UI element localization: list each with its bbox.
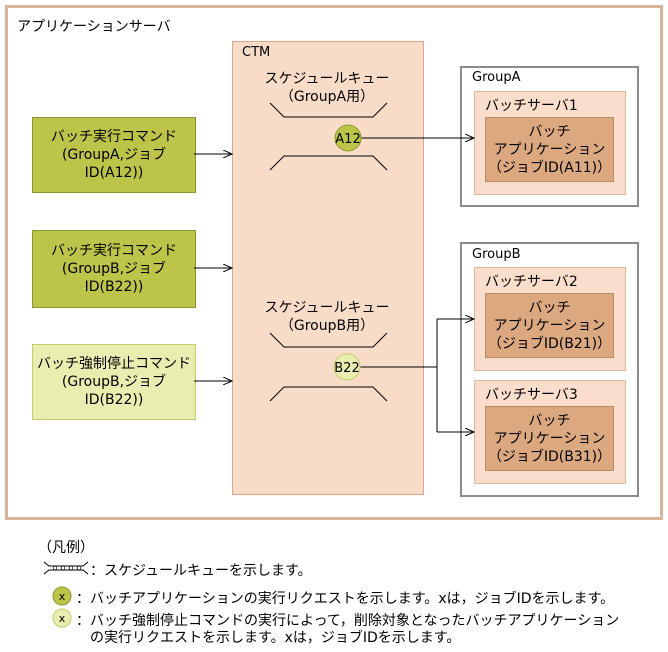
legend-queue-dot (68, 565, 74, 571)
legend-stop-text-2: の実行リクエストを示します。xは，ジョブIDを示します。 (90, 630, 461, 646)
queue-a-bottom (269, 155, 388, 171)
job-request-b22-label: B22 (334, 361, 359, 376)
queue-a-top (269, 102, 388, 118)
batch-app-b31: バッチアプリケーション（ジョブID(B31)） (485, 406, 614, 471)
legend-stop-marker-label: x (59, 612, 66, 625)
job-request-b22-marker (333, 353, 361, 381)
command-run-groupb-line2: (GroupB,ジョブID(B22)) (61, 261, 167, 295)
app-b21-line3: （ジョブID(B21)） (487, 335, 612, 352)
group-a-label: GroupA (472, 70, 521, 85)
app-a11-line2: アプリケーション (493, 141, 606, 158)
command-run-groupb-line1: バッチ実行コマンド (51, 243, 177, 259)
legend-exec-text: ：バッチアプリケーションの実行リクエストを示します。xは，ジョブIDを示します。 (76, 591, 615, 607)
job-request-a12-label: A12 (335, 132, 360, 147)
queue-b-subtitle: （GroupB用） (279, 318, 375, 334)
group-b-label: GroupB (472, 247, 521, 262)
command-run-groupb: バッチ実行コマンド (GroupB,ジョブID(B22)) (32, 230, 196, 308)
legend-queue-icon-top (43, 561, 89, 567)
legend-queue-icon-bottom (43, 569, 89, 575)
command-stop-line1: バッチ強制停止コマンド (37, 356, 191, 372)
legend-queue-dot (76, 565, 82, 571)
job-request-a12-marker (334, 124, 362, 152)
app-b21-line1: バッチ (528, 299, 571, 316)
legend-queue-text: ：スケジュールキューを示します。 (90, 563, 312, 579)
batch-server-1-label: バッチサーバ1 (485, 98, 578, 114)
app-b31-line2: アプリケーション (493, 430, 606, 447)
queue-b-bottom (269, 386, 388, 402)
legend-exec-marker (52, 586, 72, 606)
command-run-groupa-line1: バッチ実行コマンド (51, 129, 177, 145)
command-force-stop-groupb: バッチ強制停止コマンド (GroupB,ジョブID(B22)) (32, 344, 196, 420)
app-a11-line3: （ジョブID(A11)） (487, 159, 612, 176)
batch-app-a11: バッチアプリケーション（ジョブID(A11)） (485, 117, 614, 182)
legend-queue-dot (60, 565, 66, 571)
queue-b-title: スケジュールキュー (264, 300, 390, 316)
batch-server-2-label: バッチサーバ2 (485, 274, 578, 290)
legend-stop-marker (52, 608, 72, 628)
queue-a-subtitle: （GroupA用） (279, 89, 375, 105)
queue-b-top (269, 332, 388, 348)
command-run-groupa: バッチ実行コマンド (GroupA,ジョブID(A12)) (32, 117, 196, 193)
legend-exec-marker-label: x (59, 590, 66, 603)
legend-title: （凡例） (38, 540, 94, 556)
app-a11-line1: バッチ (528, 123, 571, 140)
command-stop-line2: (GroupB,ジョブID(B22)) (61, 374, 167, 408)
legend-queue-dot (52, 565, 58, 571)
ctm-label: CTM (242, 45, 271, 60)
application-server-label: アプリケーションサーバ (17, 19, 171, 35)
batch-app-b21: バッチアプリケーション（ジョブID(B21)） (485, 293, 614, 358)
app-b21-line2: アプリケーション (493, 317, 606, 334)
queue-a-title: スケジュールキュー (264, 71, 390, 87)
batch-server-3-label: バッチサーバ3 (485, 387, 578, 403)
legend-stop-text-1: ：バッチ強制停止コマンドの実行によって，削除対象となったバッチアプリケーション (76, 613, 620, 629)
app-b31-line3: （ジョブID(B31)） (487, 448, 612, 465)
command-run-groupa-line2: (GroupA,ジョブID(A12)) (61, 147, 167, 181)
app-b31-line1: バッチ (528, 412, 571, 429)
